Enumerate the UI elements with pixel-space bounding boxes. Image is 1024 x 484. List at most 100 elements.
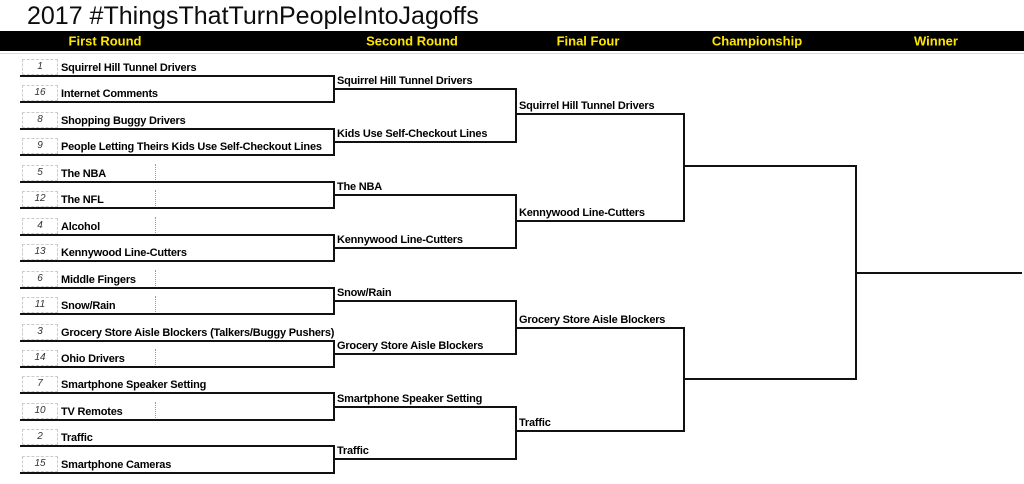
gridline-artifact [155, 270, 156, 286]
second-round-slot[interactable]: Kennywood Line-Cutters [335, 231, 515, 249]
seed-number[interactable]: 14 [22, 350, 58, 366]
team-name[interactable]: Traffic [61, 432, 93, 444]
second-round-slot[interactable]: Squirrel Hill Tunnel Drivers [335, 72, 515, 90]
second-round-slot[interactable]: The NBA [335, 178, 515, 196]
team-name[interactable]: The NBA [61, 168, 107, 180]
bracket-connector [683, 113, 685, 222]
team-name[interactable]: Grocery Store Aisle Blockers [519, 314, 666, 326]
team-name[interactable]: The NBA [337, 181, 383, 193]
team-name[interactable]: Squirrel Hill Tunnel Drivers [61, 62, 197, 74]
page-title: 2017 #ThingsThatTurnPeopleIntoJagoffs [27, 2, 479, 30]
seed-number[interactable]: 5 [22, 165, 58, 181]
team-name[interactable]: Grocery Store Aisle Blockers (Talkers/Bu… [61, 327, 335, 339]
seed-number[interactable]: 15 [22, 456, 58, 472]
team-name[interactable]: Snow/Rain [337, 287, 392, 299]
final-four-slot[interactable]: Squirrel Hill Tunnel Drivers [517, 97, 683, 115]
team-name[interactable]: Ohio Drivers [61, 353, 125, 365]
bracket-connector [333, 128, 335, 156]
bracket-connector [333, 181, 335, 209]
bracket-connector [333, 392, 335, 421]
seed-number[interactable]: 6 [22, 271, 58, 287]
team-name[interactable]: Traffic [337, 445, 369, 457]
seed-number[interactable]: 3 [22, 324, 58, 340]
seed-number[interactable]: 10 [22, 403, 58, 419]
bracket-connector [333, 445, 335, 474]
second-round-slot[interactable]: Grocery Store Aisle Blockers [335, 337, 515, 355]
team-name[interactable]: Smartphone Speaker Setting [61, 379, 207, 391]
winner-slot[interactable] [857, 256, 1022, 274]
second-round-slot[interactable]: Traffic [335, 442, 515, 460]
bracket-connector [333, 340, 335, 368]
team-name[interactable]: Grocery Store Aisle Blockers [337, 340, 484, 352]
seed-number[interactable]: 11 [22, 297, 58, 313]
column-header-final-four: Final Four [556, 33, 620, 49]
team-name[interactable]: Kennywood Line-Cutters [61, 247, 187, 259]
team-name[interactable]: Kennywood Line-Cutters [519, 207, 645, 219]
column-header-first-round: First Round [68, 33, 142, 49]
gridline-artifact [155, 296, 156, 312]
seed-number[interactable]: 9 [22, 138, 58, 154]
team-name[interactable]: Shopping Buggy Drivers [61, 115, 186, 127]
team-name[interactable]: Smartphone Cameras [61, 459, 172, 471]
seed-number[interactable]: 1 [22, 59, 58, 75]
seed-number[interactable]: 4 [22, 218, 58, 234]
bracket-connector [683, 327, 685, 432]
team-name[interactable]: Kids Use Self-Checkout Lines [337, 128, 488, 140]
column-header-winner: Winner [914, 33, 958, 49]
team-name[interactable]: Traffic [519, 417, 551, 429]
gridline-artifact [155, 164, 156, 180]
seed-number[interactable]: 7 [22, 376, 58, 392]
championship-slot[interactable] [685, 149, 855, 167]
team-name[interactable]: Kennywood Line-Cutters [337, 234, 463, 246]
team-name[interactable]: Squirrel Hill Tunnel Drivers [519, 100, 655, 112]
team-name[interactable]: TV Remotes [61, 406, 123, 418]
column-header-championship: Championship [711, 33, 803, 49]
seed-number[interactable]: 8 [22, 112, 58, 128]
gridline-artifact [155, 349, 156, 365]
second-round-slot[interactable]: Snow/Rain [335, 284, 515, 302]
round-header-bar: First Round Second Round Final Four Cham… [0, 31, 1024, 51]
team-name[interactable]: Snow/Rain [61, 300, 116, 312]
team-name[interactable]: People Letting Theirs Kids Use Self-Chec… [61, 141, 322, 153]
bracket-connector [515, 194, 517, 249]
team-name[interactable]: Middle Fingers [61, 274, 136, 286]
championship-slot[interactable] [685, 362, 855, 380]
gridline-artifact [155, 217, 156, 233]
team-name[interactable]: The NFL [61, 194, 104, 206]
seed-number[interactable]: 13 [22, 244, 58, 260]
gridline-artifact [155, 190, 156, 206]
final-four-slot[interactable]: Kennywood Line-Cutters [517, 204, 683, 222]
column-header-second-round: Second Round [366, 33, 458, 49]
sheet-gridline [0, 53, 1024, 54]
final-four-slot[interactable]: Traffic [517, 414, 683, 432]
final-four-slot[interactable]: Grocery Store Aisle Blockers [517, 311, 683, 329]
team-name[interactable]: Smartphone Speaker Setting [337, 393, 483, 405]
seed-number[interactable]: 2 [22, 429, 58, 445]
team-name[interactable]: Internet Comments [61, 88, 158, 100]
seed-number[interactable]: 16 [22, 85, 58, 101]
second-round-slot[interactable]: Kids Use Self-Checkout Lines [335, 125, 515, 143]
team-name[interactable]: Alcohol [61, 221, 100, 233]
bracket-connector [333, 287, 335, 315]
seed-number[interactable]: 12 [22, 191, 58, 207]
team-name[interactable]: Squirrel Hill Tunnel Drivers [337, 75, 473, 87]
second-round-slot[interactable]: Smartphone Speaker Setting [335, 390, 515, 408]
bracket-connector [515, 406, 517, 460]
